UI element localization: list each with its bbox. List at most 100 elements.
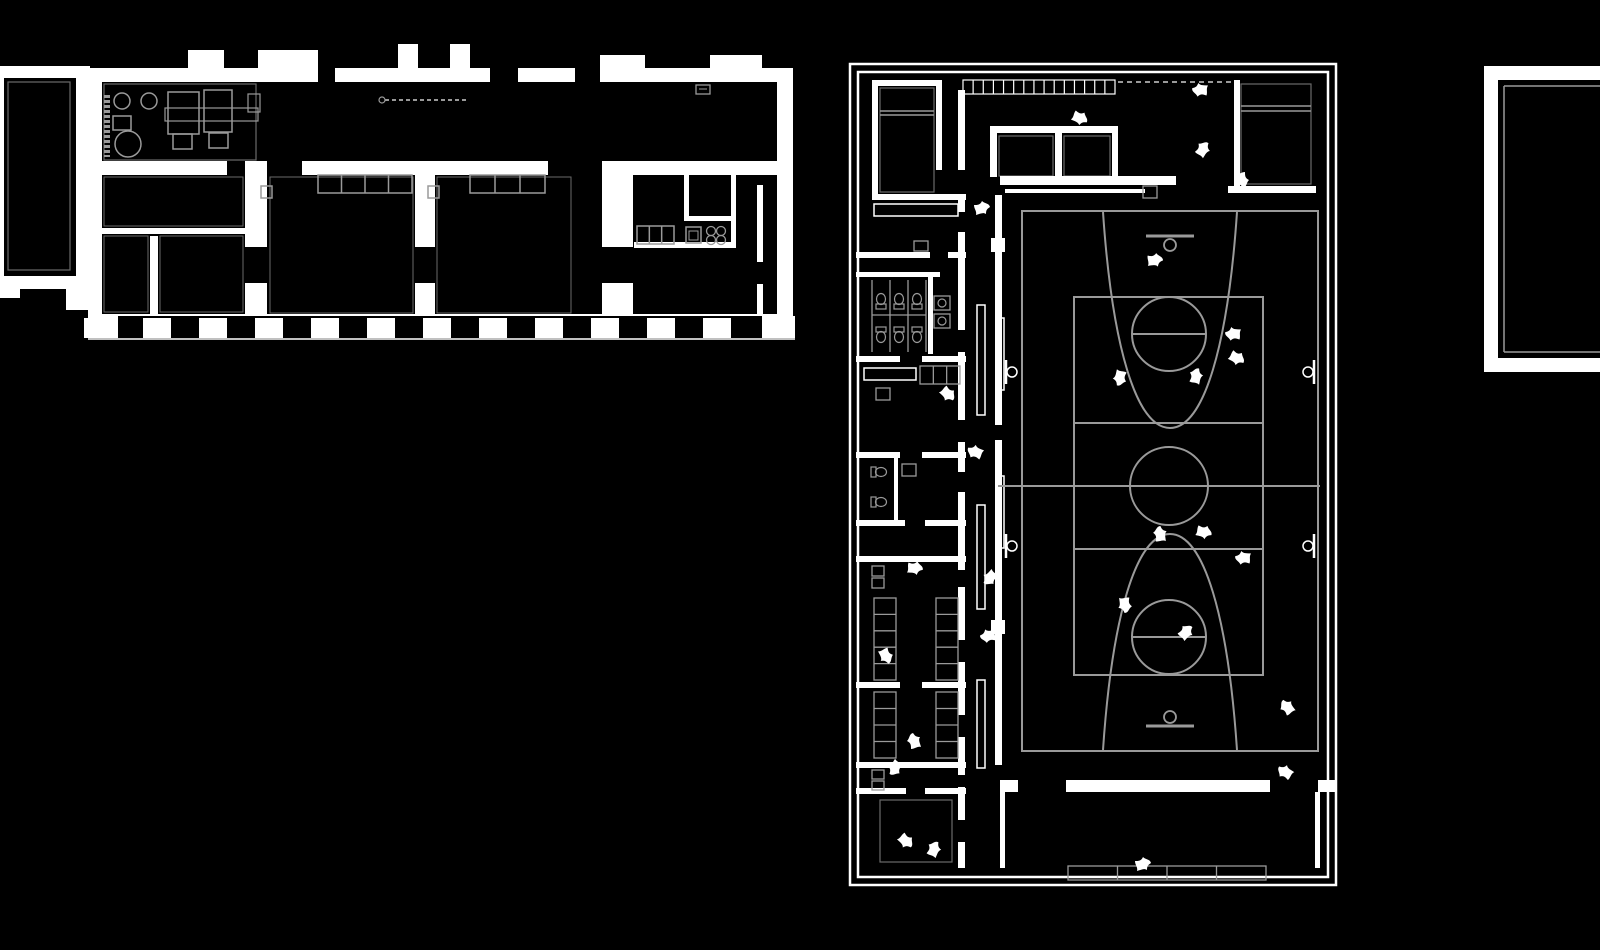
r-shape bbox=[995, 440, 1002, 620]
r-shape bbox=[1000, 792, 1005, 868]
r-shape bbox=[602, 161, 633, 247]
desk bbox=[203, 89, 233, 133]
left-building-walls bbox=[88, 44, 795, 340]
ro-shape bbox=[103, 176, 244, 227]
ro-shape bbox=[688, 230, 699, 241]
west-wall bbox=[88, 68, 102, 316]
corridor-bench bbox=[976, 504, 986, 610]
chair bbox=[172, 133, 193, 150]
plant-symbol bbox=[967, 444, 985, 460]
round-table bbox=[114, 130, 142, 158]
r-shape bbox=[922, 452, 966, 458]
plant-symbol bbox=[1112, 369, 1127, 386]
c-shape bbox=[378, 96, 386, 104]
r-shape bbox=[856, 788, 906, 794]
r-shape bbox=[995, 252, 1002, 425]
toilet bbox=[870, 466, 888, 478]
wall-bars bbox=[995, 317, 1005, 391]
center-circle bbox=[1129, 446, 1209, 526]
plant-symbol bbox=[974, 201, 990, 215]
side-basketball-hoop bbox=[1302, 534, 1316, 558]
r-shape bbox=[224, 68, 258, 82]
r-shape bbox=[958, 787, 965, 820]
plant-symbol bbox=[1192, 82, 1209, 97]
r-shape bbox=[958, 232, 965, 330]
outer-wall-line bbox=[848, 62, 1338, 887]
corridor-bench bbox=[976, 304, 986, 416]
bench bbox=[873, 203, 959, 217]
r-shape bbox=[88, 68, 188, 82]
bottom-room-outline bbox=[879, 799, 953, 863]
basketball-court bbox=[998, 210, 1320, 752]
r-shape bbox=[245, 283, 267, 316]
stool bbox=[113, 92, 131, 110]
chair bbox=[208, 132, 229, 149]
south-partition bbox=[1066, 780, 1270, 792]
r-shape bbox=[1484, 358, 1600, 372]
ro-shape bbox=[875, 387, 891, 401]
r-shape bbox=[731, 175, 736, 248]
r-shape bbox=[1228, 186, 1316, 193]
r-shape bbox=[856, 452, 900, 458]
corridor-wall bbox=[633, 161, 777, 175]
lockers bbox=[873, 597, 897, 681]
classroom-outline bbox=[436, 176, 572, 314]
r-shape bbox=[1234, 80, 1240, 186]
r-shape bbox=[0, 66, 4, 289]
r-shape bbox=[856, 520, 905, 526]
toilet bbox=[870, 496, 888, 508]
plant-symbol bbox=[1225, 326, 1242, 341]
entrance-canopy-post bbox=[398, 44, 418, 70]
plant-symbol bbox=[907, 733, 921, 749]
r-shape bbox=[991, 238, 1005, 252]
ro-shape bbox=[247, 93, 261, 113]
plant-symbol bbox=[878, 647, 893, 664]
plant-symbol bbox=[1177, 625, 1193, 642]
stove-burner bbox=[715, 234, 727, 246]
r-shape bbox=[1000, 176, 1176, 185]
three-point-arc bbox=[1102, 211, 1238, 430]
r-shape bbox=[76, 66, 90, 302]
plant-symbol bbox=[1280, 699, 1296, 716]
shelving bbox=[317, 174, 413, 194]
locker-row bbox=[962, 79, 1116, 95]
r-shape bbox=[710, 55, 762, 82]
r-shape bbox=[95, 228, 252, 234]
r-shape bbox=[1484, 66, 1600, 80]
r-shape bbox=[311, 318, 339, 338]
plant-symbol bbox=[979, 629, 996, 643]
r-shape bbox=[415, 161, 435, 247]
basket-rim bbox=[1163, 710, 1177, 724]
r-shape bbox=[922, 356, 966, 362]
plant-symbol bbox=[888, 758, 904, 775]
r-shape bbox=[1318, 780, 1336, 792]
ro-shape bbox=[913, 240, 929, 252]
c-shape bbox=[937, 298, 947, 308]
ro-shape bbox=[1142, 185, 1158, 199]
stove-burner bbox=[705, 234, 717, 246]
r-shape bbox=[958, 587, 965, 640]
ro-shape bbox=[103, 235, 149, 313]
r-shape bbox=[856, 252, 930, 258]
sports-hall-walls bbox=[856, 79, 1336, 868]
ro-shape bbox=[871, 769, 885, 780]
r-shape bbox=[535, 318, 563, 338]
plant-symbol bbox=[983, 568, 999, 585]
east-wall bbox=[777, 82, 793, 316]
r-shape bbox=[1315, 792, 1320, 868]
bottom-bench-row bbox=[1067, 865, 1267, 881]
plant-symbol bbox=[1235, 550, 1252, 565]
plant-symbol bbox=[1070, 110, 1088, 126]
ro-shape bbox=[871, 780, 885, 791]
r-shape bbox=[958, 492, 965, 570]
r-shape bbox=[1112, 133, 1118, 177]
side-table bbox=[112, 115, 132, 131]
r-shape bbox=[255, 318, 283, 338]
sports-hall-perimeter bbox=[848, 62, 1338, 887]
r-shape bbox=[415, 283, 435, 316]
wall-panel bbox=[695, 84, 711, 95]
r-shape bbox=[199, 318, 227, 338]
